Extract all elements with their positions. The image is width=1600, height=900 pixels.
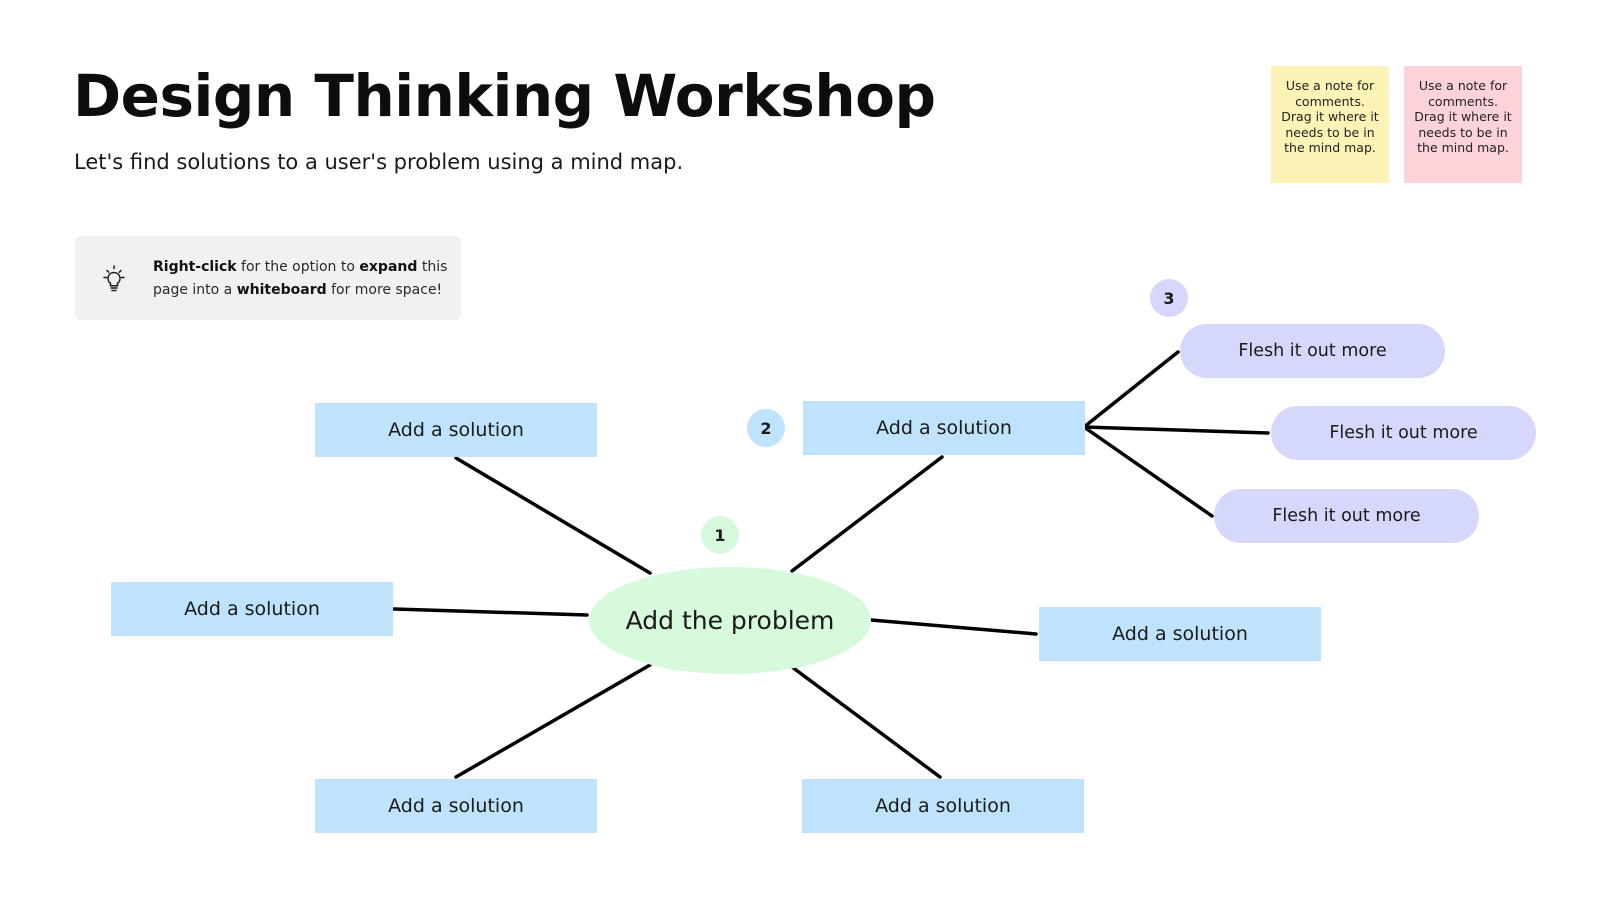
tip-callout: Right-click for the option to expand thi… xyxy=(75,236,461,320)
step-badge-1: 1 xyxy=(701,516,739,554)
detail-node[interactable]: Flesh it out more xyxy=(1180,324,1445,378)
connector-line xyxy=(869,618,1038,636)
tip-text-part: for the option to xyxy=(236,259,360,275)
solution-node[interactable]: Add a solution xyxy=(803,401,1085,455)
tip-expand: expand xyxy=(359,259,418,275)
tip-text-part: this page into a xyxy=(153,259,448,298)
detail-node[interactable]: Flesh it out more xyxy=(1214,489,1479,543)
solution-node[interactable]: Add a solution xyxy=(111,582,393,636)
step-badge-3: 3 xyxy=(1150,279,1188,317)
connector-line xyxy=(790,665,942,779)
connector-line xyxy=(454,663,652,779)
tip-text-part: for more space! xyxy=(326,282,443,298)
connector-line xyxy=(1082,350,1180,429)
connector-line xyxy=(1082,425,1214,518)
sticky-note-yellow[interactable]: Use a note for comments. Drag it where i… xyxy=(1271,66,1389,183)
page-subtitle: Let's find solutions to a user's problem… xyxy=(74,150,684,174)
tip-whiteboard: whiteboard xyxy=(236,282,327,298)
connector-line xyxy=(790,455,944,573)
tip-right-click: Right-click xyxy=(153,259,237,275)
page-title: Design Thinking Workshop xyxy=(73,62,936,130)
connector-line xyxy=(392,607,589,617)
connector-line xyxy=(454,456,652,575)
connector-line xyxy=(1082,425,1270,435)
problem-node[interactable]: Add the problem xyxy=(589,567,871,674)
lightbulb-icon xyxy=(103,265,125,292)
step-badge-2: 2 xyxy=(747,409,785,447)
solution-node[interactable]: Add a solution xyxy=(315,779,597,833)
solution-node[interactable]: Add a solution xyxy=(1039,607,1321,661)
sticky-note-pink[interactable]: Use a note for comments. Drag it where i… xyxy=(1404,66,1522,183)
solution-node[interactable]: Add a solution xyxy=(315,403,597,457)
tip-text: Right-click for the option to expand thi… xyxy=(153,256,449,302)
solution-node[interactable]: Add a solution xyxy=(802,779,1084,833)
detail-node[interactable]: Flesh it out more xyxy=(1271,406,1536,460)
